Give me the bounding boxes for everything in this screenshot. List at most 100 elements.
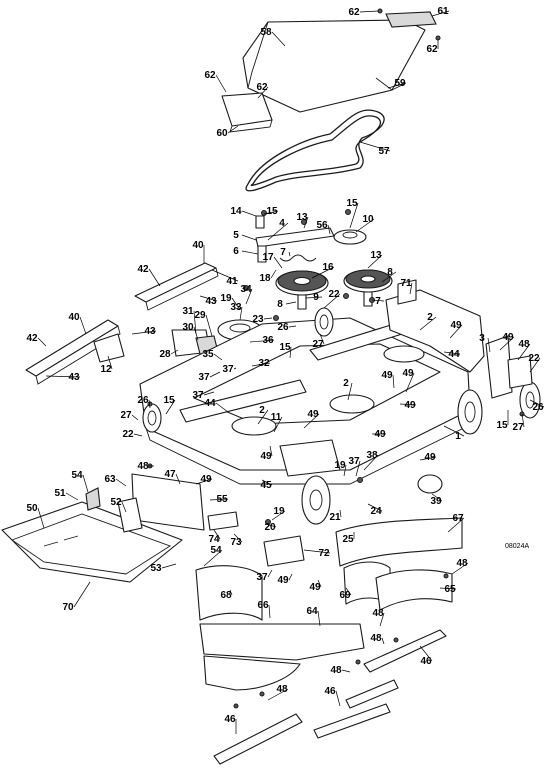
callout-label: 42 — [26, 333, 38, 344]
callout-leader — [133, 433, 143, 437]
callout-label: 48 — [330, 665, 342, 676]
callout-leader — [193, 326, 199, 341]
lower-baffles — [195, 517, 463, 621]
callout-label: 14 — [230, 206, 242, 217]
callout-label: 48 — [372, 608, 384, 619]
callout-label: 2 — [427, 312, 433, 323]
callout-leader — [231, 297, 241, 311]
callout-label: 29 — [194, 310, 206, 321]
callout-label: 27 — [120, 410, 132, 421]
callout-leader — [263, 210, 279, 215]
callout-label: 36 — [262, 335, 274, 346]
callout-leader — [268, 604, 271, 619]
callout-leader — [199, 295, 218, 302]
callout-leader — [265, 523, 277, 528]
callout-leader — [529, 399, 545, 408]
callout-leader — [209, 371, 221, 378]
callout-leader — [131, 414, 139, 421]
callout-label: 49 — [450, 320, 462, 331]
callout-leader — [257, 409, 269, 425]
callout-leader — [439, 587, 457, 590]
callout-leader — [289, 346, 292, 359]
callout-label: 22 — [528, 353, 540, 364]
callout-leader — [148, 268, 161, 287]
callout-label: 45 — [260, 480, 272, 491]
callout-leader — [205, 314, 213, 337]
callout-label: 65 — [444, 584, 456, 595]
callout-leader — [239, 306, 243, 321]
mount-brackets — [207, 511, 305, 567]
callout-leader — [431, 10, 450, 17]
callout-label: 49 — [277, 575, 289, 586]
callout-leader — [271, 510, 286, 521]
callout-label: 44 — [448, 349, 460, 360]
callout-leader — [203, 391, 215, 396]
callout-leader — [517, 343, 531, 361]
callout-leader — [355, 460, 361, 477]
callout-leader — [241, 250, 259, 255]
callout-leader — [339, 509, 342, 518]
callout-label: 13 — [370, 250, 382, 261]
callout-leader — [170, 349, 179, 355]
callout-leader — [359, 141, 391, 152]
callout-label: 48 — [370, 633, 382, 644]
callout-label: 20 — [264, 522, 276, 533]
callout-leader — [233, 367, 237, 370]
callout-label: 15 — [496, 420, 508, 431]
callout-label: 7 — [375, 296, 381, 307]
callout-leader — [419, 456, 437, 461]
callout-leader — [267, 688, 289, 701]
callout-label: 32 — [258, 358, 270, 369]
callout-label: 66 — [257, 600, 269, 611]
callout-label: 33 — [230, 302, 242, 313]
callout-leader — [349, 202, 359, 229]
callout-label: 57 — [378, 146, 390, 157]
callout-leader — [213, 529, 221, 540]
callout-label: 37 — [198, 372, 210, 383]
callout-leader — [392, 374, 395, 389]
callout-label: 48 — [137, 461, 149, 472]
cover-plate — [221, 92, 273, 133]
callout-leader — [241, 234, 257, 241]
callout-leader — [381, 271, 397, 283]
callout-leader — [211, 269, 239, 282]
callout-leader — [285, 301, 297, 305]
callout-leader — [263, 317, 273, 320]
top-cover — [242, 11, 437, 113]
callout-leader — [165, 399, 176, 415]
callout-leader — [371, 299, 385, 302]
callout-leader — [343, 464, 347, 477]
callout-leader — [311, 266, 335, 279]
callout-leader — [195, 478, 213, 485]
callout-label: 37 — [222, 364, 234, 375]
callout-label: 22 — [328, 289, 340, 300]
callout-label: 13 — [296, 212, 308, 223]
callout-label: 28 — [159, 349, 171, 360]
callout-label: 40 — [68, 312, 80, 323]
callout-leader — [251, 362, 271, 367]
callout-leader — [449, 324, 463, 339]
callout-label: 70 — [62, 602, 74, 613]
callout-label: 49 — [502, 332, 514, 343]
pulleys — [275, 269, 393, 310]
callout-label: 12 — [100, 364, 112, 375]
callout-label: 43 — [205, 296, 217, 307]
callout-label: 49 — [402, 368, 414, 379]
callout-label: 49 — [424, 452, 436, 463]
callout-leader — [37, 507, 45, 529]
callout-label: 68 — [220, 590, 232, 601]
callout-label: 27 — [512, 422, 524, 433]
callout-label: 62 — [426, 44, 438, 55]
callout-label: 19 — [334, 460, 346, 471]
callout-leader — [257, 86, 269, 99]
callout-label: 24 — [370, 506, 382, 517]
callout-label: 47 — [164, 469, 176, 480]
callout-leader — [37, 337, 47, 347]
callout-label: 49 — [307, 409, 319, 420]
callout-label: 22 — [122, 429, 134, 440]
callout-label: 62 — [256, 82, 268, 93]
callout-label: 26 — [532, 402, 544, 413]
